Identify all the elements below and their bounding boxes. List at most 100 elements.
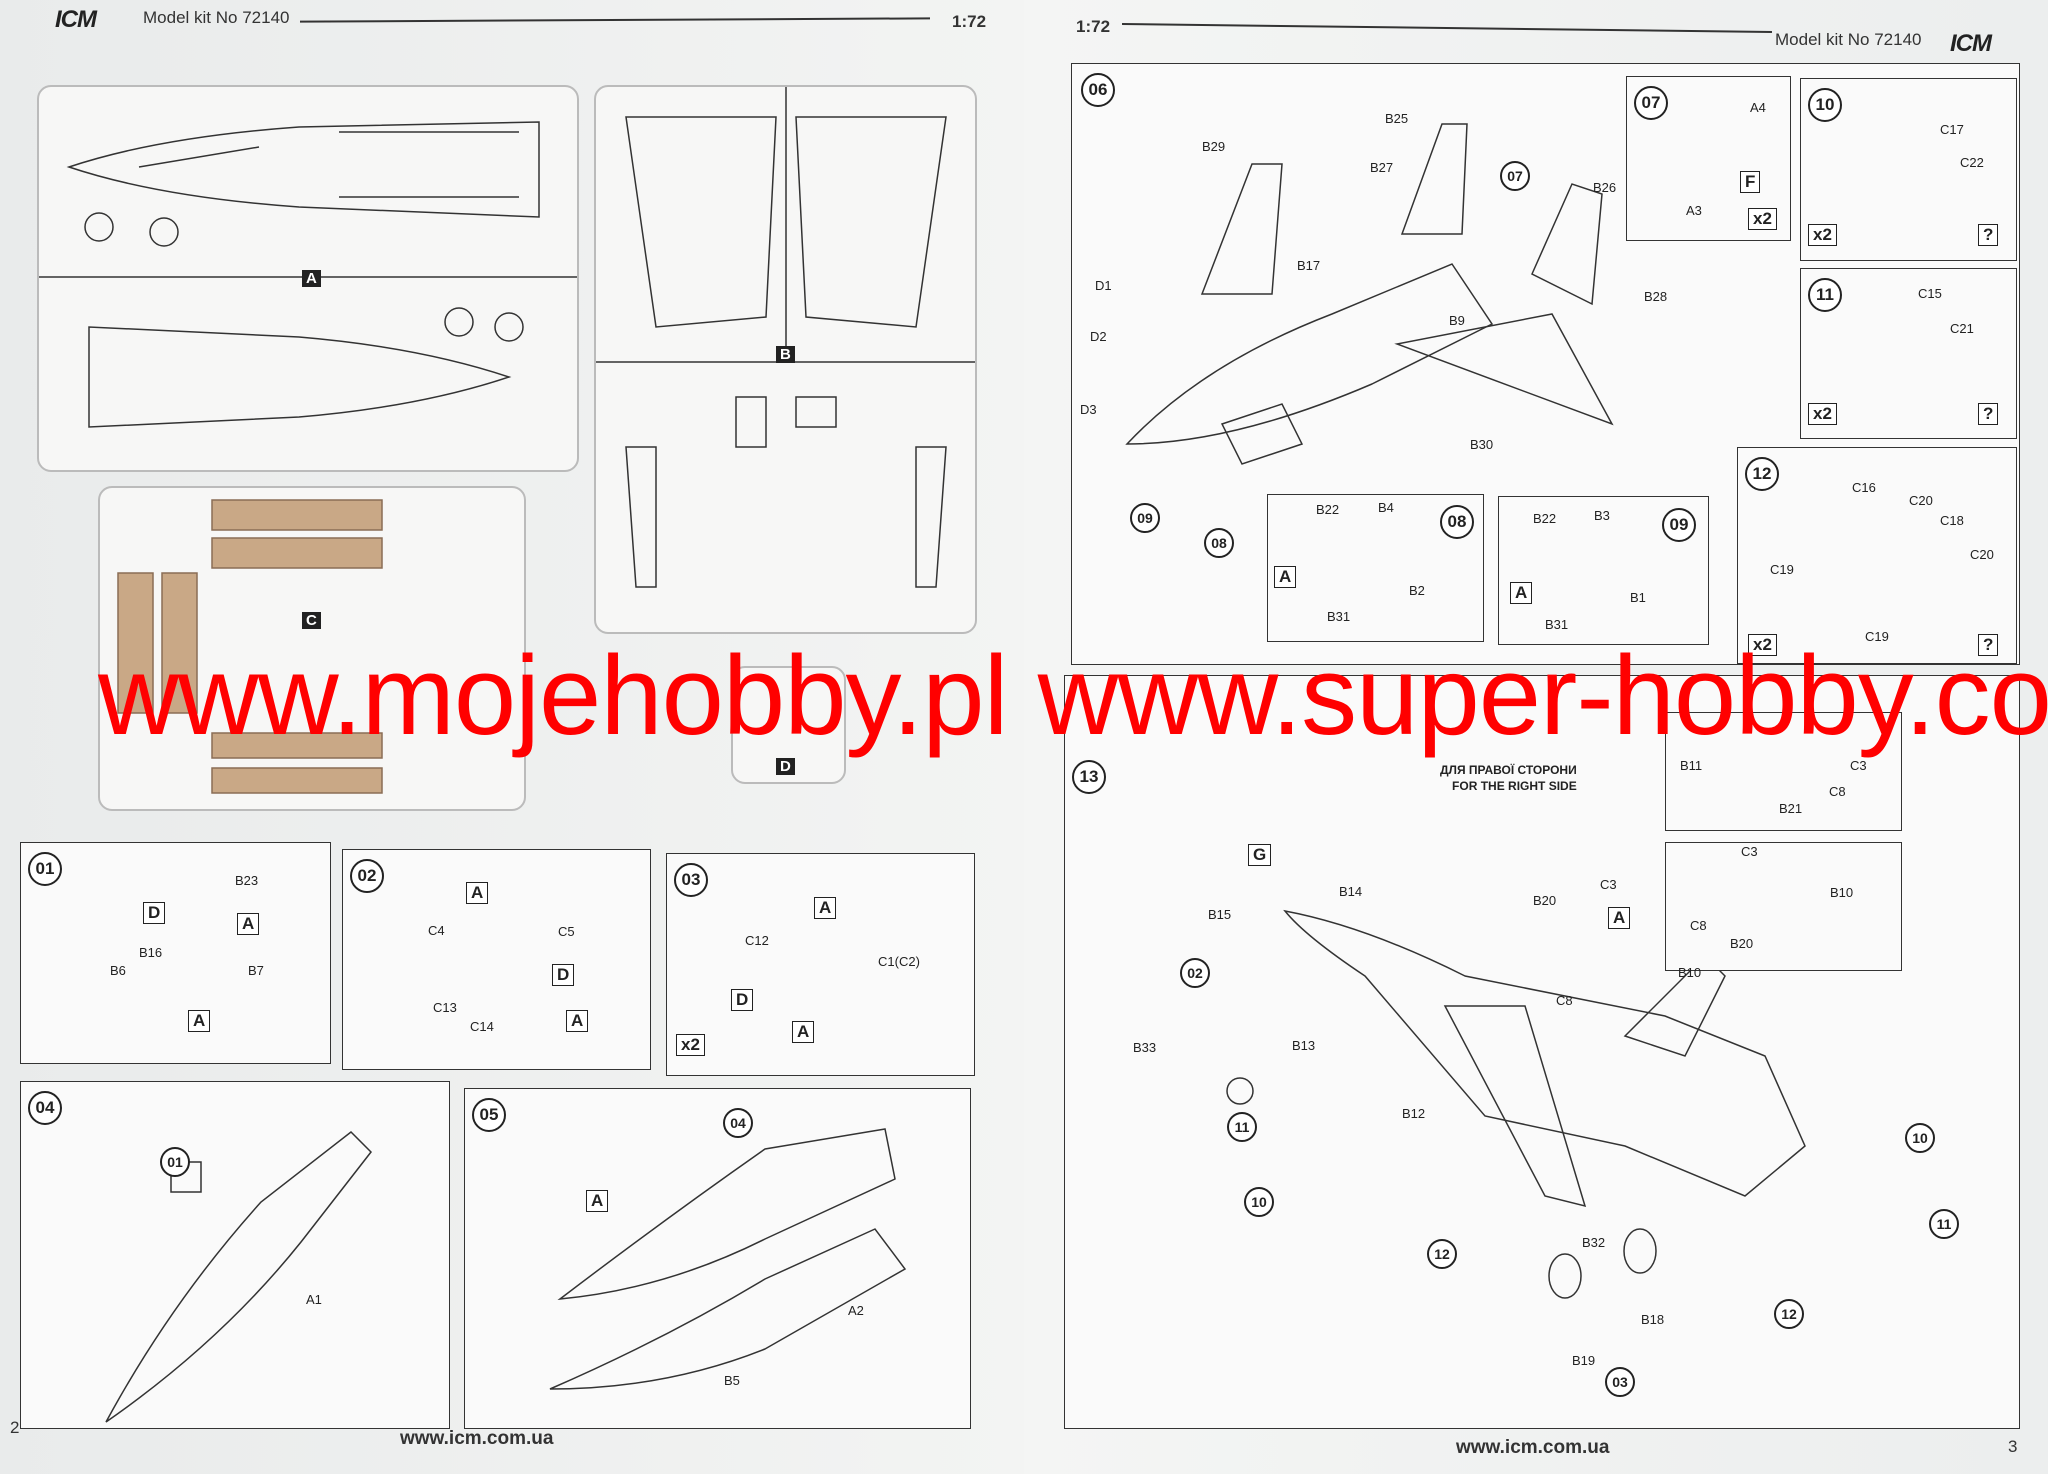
step-03-step-number: 03 bbox=[674, 863, 708, 897]
step-13-part-label: B19 bbox=[1572, 1353, 1596, 1368]
step-05-step-number: 05 bbox=[472, 1098, 506, 1132]
step-04-step-number: 04 bbox=[28, 1091, 62, 1125]
step-07-step-number: 07 bbox=[1634, 86, 1668, 120]
step-03-marker-box: A bbox=[792, 1021, 815, 1043]
step-06-part-label: D1 bbox=[1095, 278, 1112, 293]
step-09-part-label: B22 bbox=[1533, 511, 1557, 526]
icm-logo-right: ICM bbox=[1950, 30, 1992, 57]
step-07-marker-box: x2 bbox=[1748, 208, 1777, 230]
step-04-box bbox=[20, 1081, 450, 1429]
step-12-marker-box: ? bbox=[1978, 634, 1999, 656]
step-09-part-label: B31 bbox=[1545, 617, 1569, 632]
step-07-part-label: A4 bbox=[1750, 100, 1766, 115]
sprue-label-d: D bbox=[776, 758, 795, 775]
footer-url-right[interactable]: www.icm.com.ua bbox=[1456, 1437, 1610, 1458]
step-05-part-label: B5 bbox=[724, 1373, 740, 1388]
sprue-c bbox=[98, 486, 526, 811]
step-05-box bbox=[464, 1088, 971, 1429]
step-03-marker-box: A bbox=[814, 897, 837, 919]
step-13-part-label: B18 bbox=[1641, 1312, 1665, 1327]
scale-right: 1:72 bbox=[1076, 17, 1111, 36]
step-12-box bbox=[1737, 447, 2017, 664]
page-number-right: 3 bbox=[2008, 1437, 2018, 1456]
step-01-marker-box: A bbox=[237, 913, 260, 935]
step-01-part-label: B6 bbox=[110, 963, 126, 978]
right-side-note-ua: ДЛЯ ПРАВОЇ СТОРОНИ bbox=[1440, 763, 1577, 777]
step-06-part-label: B17 bbox=[1297, 258, 1321, 273]
step-13-part-label: C3 bbox=[1850, 758, 1867, 773]
step-02-marker-box: A bbox=[566, 1010, 589, 1032]
step-13-part-label: B11 bbox=[1680, 758, 1703, 773]
step-08-step-number: 08 bbox=[1440, 505, 1474, 539]
step-13-part-label: B14 bbox=[1339, 884, 1363, 899]
step-09-marker-box: A bbox=[1510, 582, 1533, 604]
step-03-marker-box: D bbox=[731, 989, 754, 1011]
step-01-part-label: B7 bbox=[248, 963, 264, 978]
step-13-part-label: B10 bbox=[1830, 885, 1854, 900]
step-03-part-label: C12 bbox=[745, 933, 769, 948]
right-side-note-en: FOR THE RIGHT SIDE bbox=[1452, 779, 1577, 793]
icm-logo: ICM bbox=[55, 6, 97, 33]
step-13-part-label: B32 bbox=[1582, 1235, 1606, 1250]
kit-number-left: Model kit No 72140 bbox=[143, 8, 290, 27]
step-06-part-label: B26 bbox=[1593, 180, 1617, 195]
step-06-part-label: B27 bbox=[1370, 160, 1394, 175]
step-06-part-label: B28 bbox=[1644, 289, 1668, 304]
step-02-part-label: C13 bbox=[433, 1000, 457, 1015]
step-02-step-number: 02 bbox=[350, 859, 384, 893]
footer-url-left[interactable]: www.icm.com.ua bbox=[400, 1428, 554, 1449]
step-06-step-number: 06 bbox=[1081, 73, 1115, 107]
step-13-part-label: B15 bbox=[1208, 907, 1232, 922]
step-02-part-label: C14 bbox=[470, 1019, 494, 1034]
step-02-part-label: C5 bbox=[558, 924, 575, 939]
step-13-part-label: B10 bbox=[1678, 965, 1702, 980]
step-12-step-number: 12 bbox=[1745, 457, 1779, 491]
step-12-part-label: C18 bbox=[1940, 513, 1964, 528]
step-11-step-number: 11 bbox=[1808, 278, 1842, 312]
step-10-marker-box: ? bbox=[1978, 224, 1999, 246]
step-13-part-label: C8 bbox=[1556, 993, 1573, 1008]
step-09-part-label: B1 bbox=[1630, 590, 1646, 605]
right-side-note: ДЛЯ ПРАВОЇ СТОРОНИ FOR THE RIGHT SIDE bbox=[1440, 762, 1577, 794]
step-06-part-label: D3 bbox=[1080, 402, 1097, 417]
step-01-marker-box: A bbox=[188, 1010, 211, 1032]
page-number-left: 2 bbox=[10, 1418, 20, 1437]
step-08-marker-box: A bbox=[1274, 566, 1297, 588]
step-05-part-label: A2 bbox=[848, 1303, 864, 1318]
step-05-drawing bbox=[549, 1128, 907, 1390]
step-12-part-label: C20 bbox=[1909, 493, 1933, 508]
step-08-part-label: B2 bbox=[1409, 583, 1425, 598]
step-13-step-reference: 12 bbox=[1774, 1299, 1804, 1329]
step-11-part-label: C21 bbox=[1950, 321, 1974, 336]
step-10-marker-box: x2 bbox=[1808, 224, 1837, 246]
step-13-step-reference: 10 bbox=[1244, 1187, 1274, 1217]
sprue-label-c: C bbox=[302, 612, 321, 629]
step-13-step-reference: 03 bbox=[1605, 1367, 1635, 1397]
step-08-part-label: B31 bbox=[1327, 609, 1351, 624]
step-12-part-label: C16 bbox=[1852, 480, 1876, 495]
step-12-marker-box: x2 bbox=[1748, 634, 1777, 656]
step-02-marker-box: A bbox=[466, 882, 489, 904]
kit-number-right: Model kit No 72140 bbox=[1775, 30, 1922, 49]
scale-left: 1:72 bbox=[952, 12, 987, 31]
step-13-part-label: B21 bbox=[1779, 801, 1803, 816]
step-13-step-number: 13 bbox=[1072, 760, 1106, 794]
step-13-marker-box: A bbox=[1608, 907, 1631, 929]
step-13-part-label: B33 bbox=[1133, 1040, 1157, 1055]
step-06-step-reference: 08 bbox=[1204, 528, 1234, 558]
watermark: www.mojehobby.pl www.super-hobby.com bbox=[98, 633, 2048, 758]
sprue-c-parts bbox=[117, 499, 383, 794]
step-13-step-reference: 02 bbox=[1180, 958, 1210, 988]
step-01-part-label: B16 bbox=[139, 945, 163, 960]
step-02-marker-box: D bbox=[552, 964, 575, 986]
step-05-step-reference: 04 bbox=[723, 1108, 753, 1138]
step-13-part-label: B13 bbox=[1292, 1038, 1316, 1053]
step-13-part-label: B20 bbox=[1533, 893, 1557, 908]
step-04-part-label: A1 bbox=[306, 1292, 322, 1307]
step-13-step-reference: 10 bbox=[1905, 1123, 1935, 1153]
step-07-marker-box: F bbox=[1740, 171, 1761, 193]
step-07-part-label: A3 bbox=[1686, 203, 1702, 218]
step-13-part-label: C8 bbox=[1690, 918, 1707, 933]
step-06-part-label: D2 bbox=[1090, 329, 1107, 344]
step-04-step-reference: 01 bbox=[160, 1147, 190, 1177]
